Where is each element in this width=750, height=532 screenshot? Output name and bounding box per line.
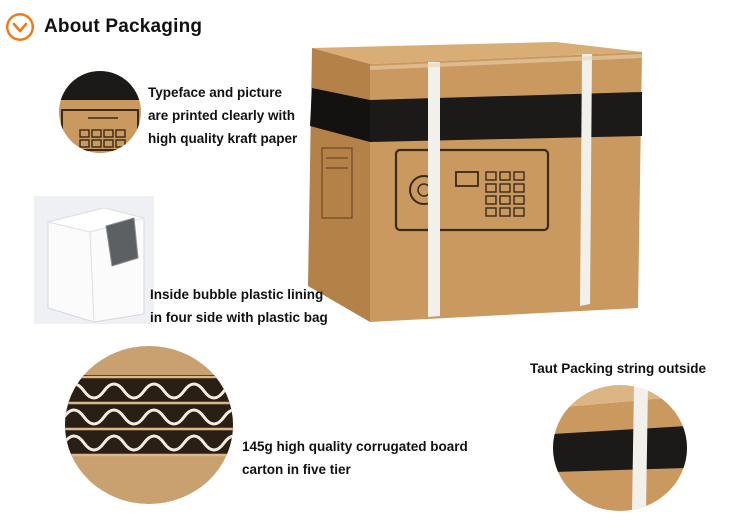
packing-string-image bbox=[553, 385, 687, 511]
printed-detail-image bbox=[59, 71, 141, 153]
caption-lining: Inside bubble plastic lining in four sid… bbox=[150, 287, 328, 325]
corrugated-board-image bbox=[65, 346, 233, 504]
section-header: About Packaging bbox=[6, 10, 202, 44]
bubble-lining-image bbox=[34, 196, 154, 324]
caption-board: 145g high quality corrugated board carto… bbox=[242, 439, 468, 477]
section-title: About Packaging bbox=[44, 16, 203, 37]
carton-box-image bbox=[308, 42, 642, 322]
caption-printing: Typeface and picture are printed clearly… bbox=[148, 85, 298, 146]
caption-string: Taut Packing string outside bbox=[530, 361, 707, 376]
chevron-down-icon bbox=[6, 13, 34, 41]
